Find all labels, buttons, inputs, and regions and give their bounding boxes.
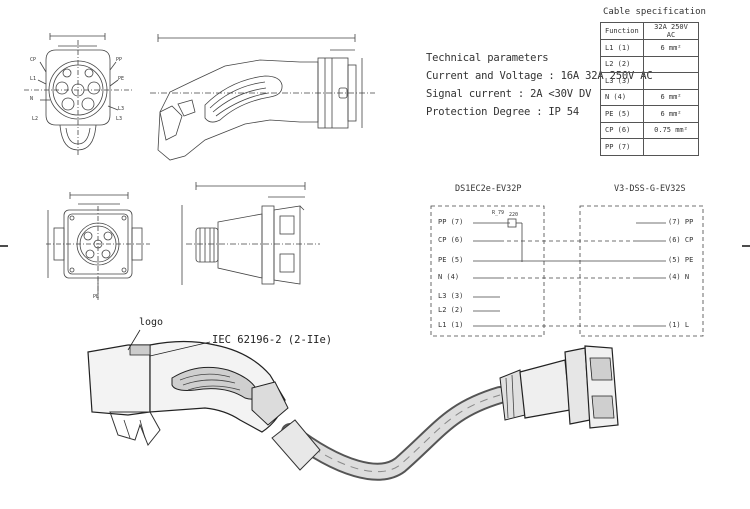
cable-spec-value	[643, 138, 699, 156]
tech-params-protection: Protection Degree : IP 54	[426, 106, 580, 118]
wiring-right-pin: (7) PP	[668, 218, 694, 226]
tech-params-signal-current: Signal current : 2A <30V DV	[426, 88, 592, 100]
tech-params-current-voltage: Current and Voltage : 16A 32A 250V AC	[426, 70, 653, 82]
table-row: L1 (1) 6 mm²	[600, 39, 699, 57]
cable-spec-function: CP (6)	[600, 121, 644, 139]
cable-spec-function: N (4)	[600, 88, 644, 106]
wiring-left-pin: N (4)	[438, 273, 460, 281]
table-row: L3 (3)	[600, 72, 699, 90]
wiring-diagram	[430, 205, 704, 337]
cable-spec-function: PP (7)	[600, 138, 644, 156]
cable-spec-function: L3 (3)	[600, 72, 644, 90]
wiring-left-pin: PP (7)	[438, 218, 464, 226]
socket-side-view	[181, 182, 320, 285]
wiring-left-title: DS1EC2e-EV32P	[455, 184, 522, 194]
table-row: PE (5) 6 mm²	[600, 105, 699, 123]
wiring-right-pin: (6) CP	[668, 236, 694, 244]
wiring-left-pin: L3 (3)	[438, 292, 464, 300]
cable-spec-table: Function 32A 250V AC L1 (1) 6 mm² L2 (2)…	[600, 22, 699, 156]
tech-params-heading: Technical parameters	[426, 52, 549, 64]
plug-front-view	[24, 33, 132, 155]
cable-spec-title: Cable specification	[603, 7, 706, 17]
logo-label: logo	[139, 317, 164, 328]
cable-spec-function: PE (5)	[600, 105, 644, 123]
table-row: PP (7)	[600, 138, 699, 156]
cable-spec-value: 6 mm²	[643, 88, 699, 106]
cable-spec-function: L1 (1)	[600, 39, 644, 57]
cable-spec-value	[643, 55, 699, 73]
cable-spec-header-row: Function 32A 250V AC	[600, 22, 699, 40]
pin-label: CP	[30, 57, 37, 63]
wiring-right-pin: (5) PE	[668, 256, 694, 264]
table-row: N (4) 6 mm²	[600, 88, 699, 106]
cable-spec-header-function: Function	[600, 22, 644, 40]
cable-assembly-illustration	[87, 340, 619, 481]
pin-label: L3	[116, 116, 123, 122]
cable-spec-value: 0.75 mm²	[643, 121, 699, 139]
cable-spec-value: 6 mm²	[643, 39, 699, 57]
resistor-value: 220	[509, 212, 519, 218]
resistor-label: R_79	[492, 210, 505, 216]
table-row: CP (6) 0.75 mm²	[600, 121, 699, 139]
pin-label: N	[30, 96, 34, 102]
cable-spec-function: L2 (2)	[600, 55, 644, 73]
standard-label: IEC 62196-2 (2-IIe)	[212, 334, 333, 346]
pin-label: L3	[118, 106, 125, 112]
pin-label: PP	[116, 57, 123, 63]
wiring-right-pin: (4) N	[668, 273, 690, 281]
wiring-left-pin: L2 (2)	[438, 306, 464, 314]
plug-side-view	[150, 34, 375, 161]
wiring-left-pin: L1 (1)	[438, 321, 464, 329]
wiring-left-pin: CP (6)	[438, 236, 464, 244]
pin-label: L2	[32, 116, 39, 122]
socket-front-view	[46, 192, 150, 300]
wiring-left-pin: PE (5)	[438, 256, 464, 264]
cable-spec-value	[643, 72, 699, 90]
table-row: L2 (2)	[600, 55, 699, 73]
cable-spec-header-rating: 32A 250V AC	[643, 22, 699, 40]
pin-label: PE	[118, 76, 125, 82]
socket-pe-label: PE	[93, 294, 100, 300]
cable-spec-value: 6 mm²	[643, 105, 699, 123]
wiring-right-title: V3-DSS-G-EV32S	[614, 184, 686, 194]
pin-label: L1	[30, 76, 37, 82]
wiring-right-pin: (1) L	[668, 321, 690, 329]
